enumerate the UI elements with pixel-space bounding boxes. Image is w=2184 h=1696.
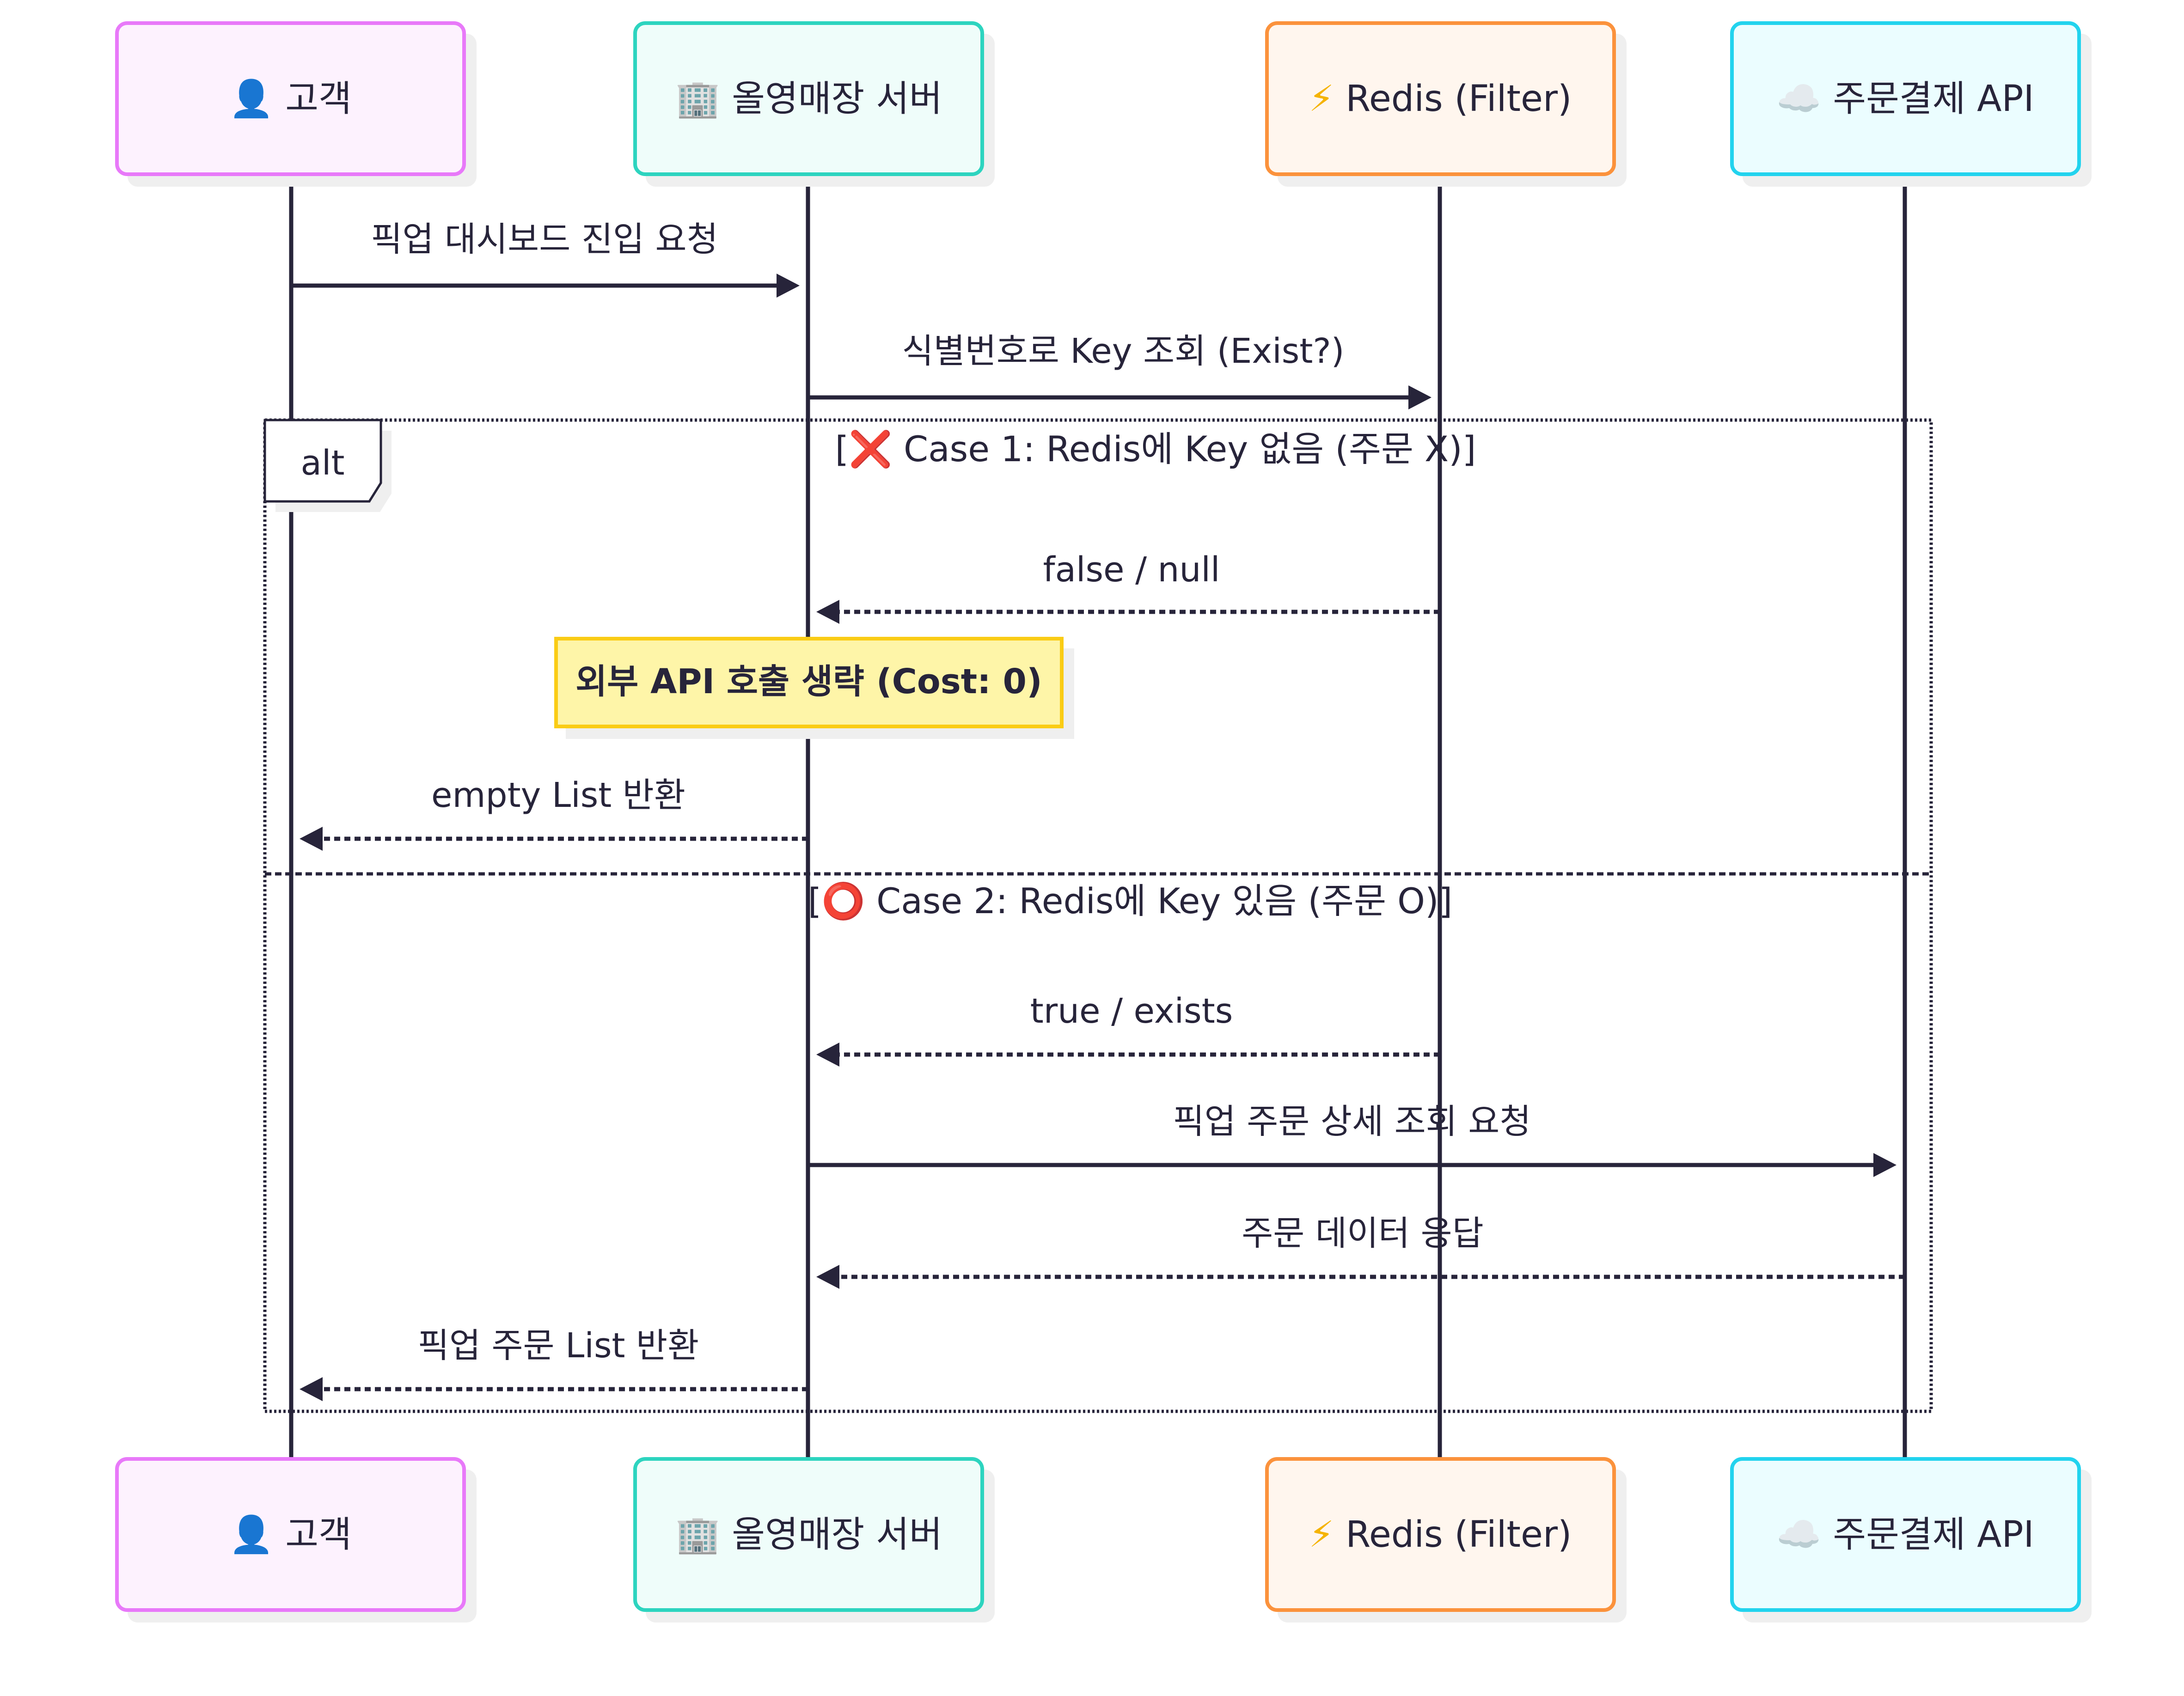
participant-box <box>1265 21 1616 176</box>
arrowhead-left <box>816 1043 839 1067</box>
participant-orderapi-top[interactable]: ☁️ 주문결제 API <box>1730 21 2092 187</box>
participant-box <box>115 21 466 176</box>
arrowhead-left <box>816 600 839 624</box>
participant-box <box>633 1457 984 1612</box>
participant-label: 고객 <box>285 1514 352 1556</box>
case2-label: [⭕ Case 2: Redis에 Key 있음 (주문 O)] <box>808 880 1453 921</box>
participant-label: 올영매장 서버 <box>732 1514 942 1556</box>
person-icon: 👤 <box>229 1514 274 1556</box>
svg-text:☁️ 주문결제 API: ☁️ 주문결제 API <box>1776 78 2034 120</box>
participant-box <box>1730 21 2081 176</box>
participant-orderapi-bottom[interactable]: ☁️ 주문결제 API <box>1730 1457 2092 1623</box>
arrowhead-right <box>1408 385 1432 409</box>
message-label: 식별번호로 Key 조회 (Exist?) <box>902 331 1345 371</box>
svg-text:⚡ Redis (Filter): ⚡ Redis (Filter) <box>1309 78 1572 120</box>
participant-box <box>1730 1457 2081 1612</box>
participant-label: 고객 <box>285 78 352 120</box>
participant-redis-bottom[interactable]: ⚡ Redis (Filter) <box>1265 1457 1627 1623</box>
arrowhead-left <box>816 1265 839 1289</box>
arrowhead-left <box>300 827 323 851</box>
case1-label: [❌ Case 1: Redis에 Key 없음 (주문 X)] <box>835 428 1476 470</box>
alt-frame <box>263 418 1933 1413</box>
participant-server-bottom[interactable]: 🏢 올영매장 서버 <box>633 1457 995 1623</box>
lightning-icon: ⚡ <box>1309 1514 1334 1556</box>
svg-text:👤 고객: 👤 고객 <box>229 78 351 120</box>
svg-text:🏢 올영매장 서버: 🏢 올영매장 서버 <box>675 1514 942 1556</box>
message-label: empty List 반환 <box>431 775 685 815</box>
cross-mark-icon: ❌ <box>849 428 893 470</box>
participant-box <box>633 21 984 176</box>
participant-label: Redis (Filter) <box>1346 1514 1572 1556</box>
participant-label: Redis (Filter) <box>1346 78 1572 120</box>
svg-text:☁️ 주문결제 API: ☁️ 주문결제 API <box>1776 1514 2034 1556</box>
alt-keyword: alt <box>301 443 345 483</box>
participant-label: 올영매장 서버 <box>732 78 942 120</box>
note-text: 외부 API 호출 생략 (Cost: 0) <box>575 662 1042 702</box>
lightning-icon: ⚡ <box>1309 78 1334 120</box>
alt-label-box: alt <box>263 419 392 512</box>
svg-text:🏢 올영매장 서버: 🏢 올영매장 서버 <box>675 78 942 120</box>
participant-customer-top[interactable]: 👤 고객 <box>115 21 477 187</box>
arrowhead-left <box>300 1377 323 1401</box>
cloud-icon: ☁️ <box>1776 1514 1821 1556</box>
participant-customer-bottom[interactable]: 👤 고객 <box>115 1457 477 1623</box>
hollow-circle-icon: ⭕ <box>821 880 865 921</box>
office-building-icon: 🏢 <box>675 1514 720 1556</box>
participant-label: 주문결제 API <box>1833 1514 2034 1556</box>
participant-redis-top[interactable]: ⚡ Redis (Filter) <box>1265 21 1627 187</box>
office-building-icon: 🏢 <box>675 78 720 120</box>
message-label: 픽업 주문 상세 조회 요청 <box>1173 1102 1531 1141</box>
cloud-icon: ☁️ <box>1776 78 1821 120</box>
participant-box <box>115 1457 466 1612</box>
arrowhead-right <box>1873 1153 1896 1177</box>
participant-box <box>1265 1457 1616 1612</box>
message-label: true / exists <box>1030 991 1233 1031</box>
arrowhead-right <box>777 274 800 298</box>
note-box: 외부 API 호출 생략 (Cost: 0) <box>554 637 1074 739</box>
participant-server-top[interactable]: 🏢 올영매장 서버 <box>633 21 995 187</box>
svg-text:⚡ Redis (Filter): ⚡ Redis (Filter) <box>1309 1514 1572 1556</box>
svg-text:👤 고객: 👤 고객 <box>229 1514 351 1556</box>
message-label: 픽업 대시보드 진입 요청 <box>371 220 718 259</box>
person-icon: 👤 <box>229 78 274 120</box>
message-label: false / null <box>1043 550 1220 590</box>
message-label: 주문 데이터 응답 <box>1242 1214 1484 1253</box>
participant-label: 주문결제 API <box>1833 78 2034 120</box>
message-label: 픽업 주문 List 반환 <box>418 1326 699 1366</box>
